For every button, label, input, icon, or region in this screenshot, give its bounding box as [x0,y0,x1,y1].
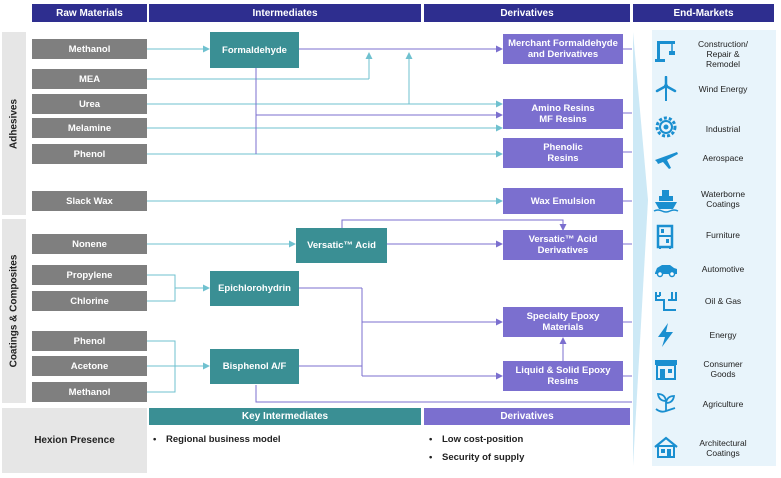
market-furniture: Furniture [705,230,740,240]
raw-urea: Urea [32,94,147,114]
key-intermediates-header: Key Intermediates [149,408,421,425]
header-intermediates: Intermediates [149,4,421,22]
raw-methanol: Methanol [32,39,147,59]
market-aerospace: Aerospace [702,153,744,163]
plant-icon [655,393,676,413]
market-agriculture: Agriculture [702,399,744,409]
airplane-icon [655,152,678,169]
derivatives-point: Low cost-position [429,434,523,445]
wind-turbine-icon [655,76,677,101]
lightning-icon [658,323,673,347]
header-derivatives: Derivatives [424,4,630,22]
crane-icon [655,41,675,62]
section-adhesives: Adhesives [2,32,26,215]
market-wind-energy: Wind Energy [698,84,748,94]
key-intermediates-point: Regional business model [153,434,281,445]
header-end-markets: End-Markets [633,4,774,22]
pipeline-icon [655,292,677,311]
raw-acetone: Acetone [32,356,147,376]
header-raw-materials: Raw Materials [32,4,147,22]
raw-slack-wax: Slack Wax [32,191,147,211]
market-oil-gas: Oil & Gas [704,296,742,306]
raw-nonene: Nonene [32,234,147,254]
int-bisphenol: Bisphenol A/F [210,349,299,384]
ship-icon [653,190,679,213]
market-construction: Construction/Repair &Remodel [697,39,749,69]
der-wax-emulsion: Wax Emulsion [503,188,623,214]
raw-mea: MEA [32,69,147,89]
market-industrial: Industrial [705,124,741,134]
int-formaldehyde: Formaldehyde [210,32,299,68]
raw-methanol-2: Methanol [32,382,147,402]
raw-melamine: Melamine [32,118,147,138]
der-specialty-epoxy: Specialty Epoxy Materials [503,307,623,337]
raw-propylene: Propylene [32,265,147,285]
house-icon [654,436,678,458]
market-energy: Energy [709,330,737,340]
market-automotive: Automotive [701,264,745,274]
hexion-presence-label: Hexion Presence [2,408,147,473]
int-epichlorohydrin: Epichlorohydrin [210,271,299,306]
derivatives-presence-header: Derivatives [424,408,630,425]
section-coatings: Coatings & Composites [2,219,26,403]
store-icon [655,360,677,380]
derivatives-point: Security of supply [429,452,524,463]
car-icon [655,265,677,278]
raw-chlorine: Chlorine [32,291,147,311]
raw-phenol: Phenol [32,144,147,164]
gear-icon [655,116,677,138]
raw-phenol-2: Phenol [32,331,147,351]
cabinet-icon [656,224,674,249]
int-versatic-acid: Versatic™ Acid [296,228,387,263]
